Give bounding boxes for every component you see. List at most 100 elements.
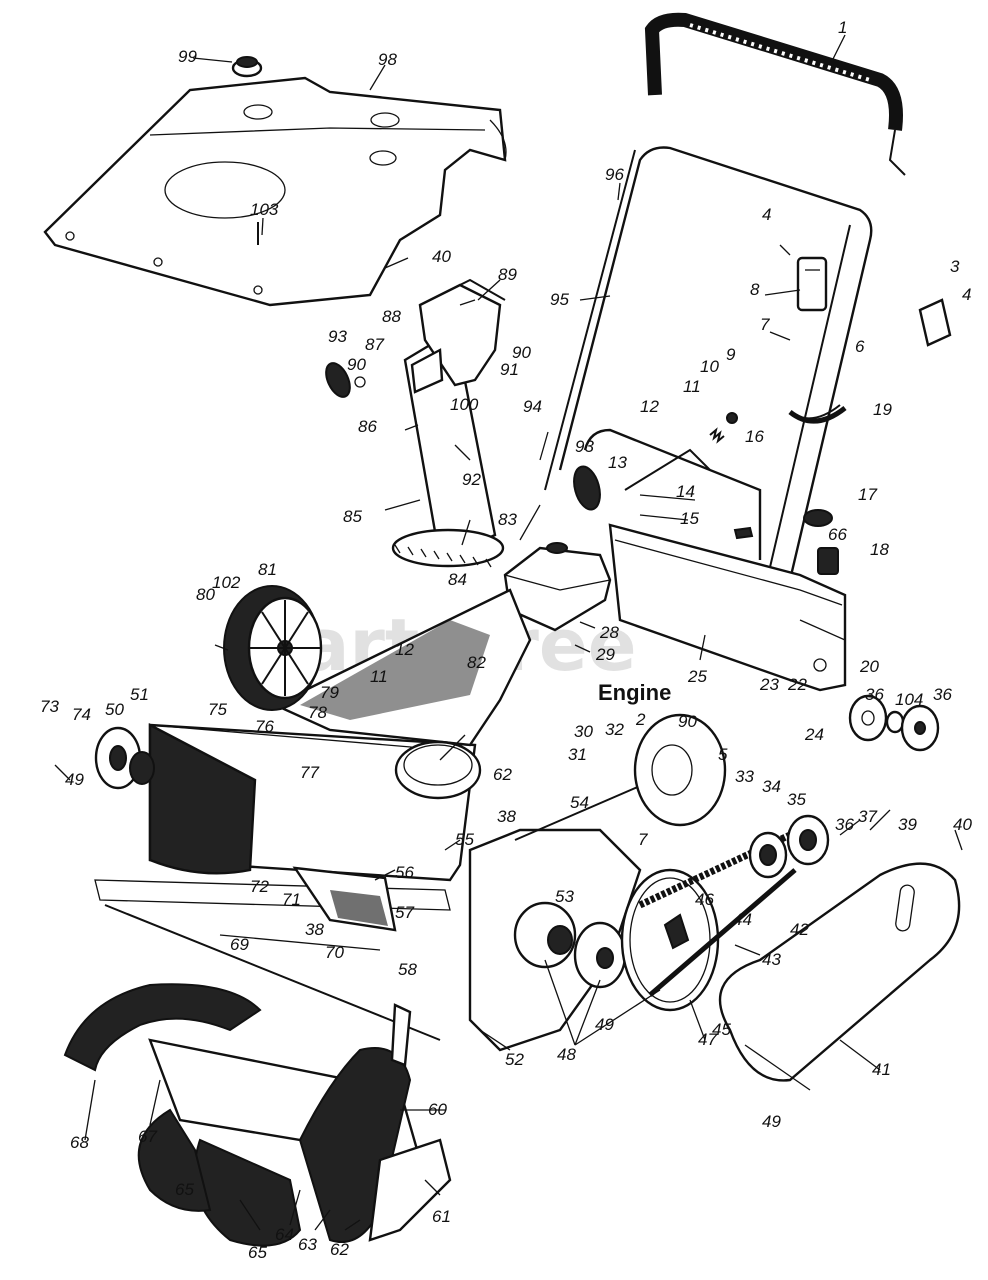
callout-40: 40 — [432, 247, 451, 266]
callout-86: 86 — [358, 417, 377, 436]
callout-84: 84 — [448, 570, 467, 589]
callout-56: 56 — [395, 863, 414, 882]
bracket-3 — [918, 298, 952, 347]
cap-99 — [231, 56, 263, 78]
callout-95: 95 — [550, 290, 569, 309]
callout-67: 67 — [138, 1127, 157, 1146]
callout-44: 44 — [733, 910, 752, 929]
wheel-81 — [223, 585, 323, 711]
callout-25: 25 — [687, 667, 707, 686]
callout-11: 11 — [683, 377, 701, 396]
callout-18: 18 — [870, 540, 889, 559]
control-box-8 — [796, 256, 828, 312]
callout-93: 93 — [575, 437, 594, 456]
callout-2: 2 — [635, 710, 646, 729]
callout-99: 99 — [178, 47, 197, 66]
engine-pulley-35 — [748, 814, 830, 879]
scraper-bar-70 — [292, 866, 397, 932]
switch-18 — [817, 547, 839, 575]
callout-48: 48 — [557, 1045, 576, 1064]
callout-numbers: 1 2 3 4 4 5 6 7 7 8 9 10 11 11 12 12 13 … — [40, 18, 972, 1262]
callout-102: 102 — [212, 573, 241, 592]
callout-14: 14 — [676, 482, 695, 501]
auger-shaft-69 — [104, 904, 441, 1067]
callout-60: 60 — [428, 1100, 447, 1119]
callout-65: 65 — [175, 1180, 194, 1199]
callout-36: 36 — [933, 685, 952, 704]
callout-37: 37 — [858, 807, 877, 826]
callout-80: 80 — [196, 585, 215, 604]
callout-81: 81 — [258, 560, 277, 579]
belt-43 — [638, 831, 797, 997]
callout-92: 92 — [462, 470, 481, 489]
cable-19 — [788, 404, 847, 424]
leader-lines — [54, 34, 963, 1231]
callout-72: 72 — [250, 877, 269, 896]
callout-30: 30 — [574, 722, 593, 741]
callout-12: 12 — [395, 640, 414, 659]
callout-20: 20 — [859, 657, 879, 676]
callout-71: 71 — [282, 890, 301, 909]
callout-53: 53 — [555, 887, 574, 906]
callout-11: 11 — [370, 667, 388, 686]
callout-65: 65 — [248, 1243, 267, 1262]
callout-31: 31 — [568, 745, 587, 764]
handle-grip-1 — [644, 12, 906, 176]
auger-opening-ring — [394, 740, 482, 800]
callout-32: 32 — [605, 720, 624, 739]
pulley-33-plate — [633, 713, 727, 827]
callout-62: 62 — [493, 765, 512, 784]
callout-55: 55 — [455, 830, 474, 849]
lower-handle-16 — [583, 428, 762, 560]
callout-28: 28 — [599, 623, 619, 642]
callout-90: 90 — [347, 355, 366, 374]
callout-43: 43 — [762, 950, 781, 969]
callout-50: 50 — [105, 700, 124, 719]
callout-4: 4 — [762, 205, 771, 224]
auger-68 — [63, 983, 452, 1247]
callout-45: 45 — [712, 1020, 731, 1039]
callout-52: 52 — [505, 1050, 524, 1069]
engine-label: Engine — [598, 680, 671, 705]
callout-83: 83 — [498, 510, 517, 529]
callout-82: 82 — [467, 653, 486, 672]
callout-9: 9 — [726, 345, 736, 364]
callout-5: 5 — [718, 745, 728, 764]
callout-74: 74 — [72, 705, 91, 724]
callout-87: 87 — [365, 335, 384, 354]
knob-17 — [803, 509, 833, 527]
pulleys-36-104 — [848, 694, 940, 752]
callout-3: 3 — [950, 257, 960, 276]
callout-93: 93 — [328, 327, 347, 346]
callout-39: 39 — [898, 815, 917, 834]
callout-49: 49 — [595, 1015, 614, 1034]
callout-75: 75 — [208, 700, 227, 719]
callout-42: 42 — [790, 920, 809, 939]
callout-8: 8 — [750, 280, 760, 299]
callout-36: 36 — [835, 815, 854, 834]
callout-103: 103 — [250, 200, 279, 219]
callout-63: 63 — [298, 1235, 317, 1254]
callout-66: 66 — [828, 525, 847, 544]
callout-78: 78 — [308, 703, 327, 722]
callout-35: 35 — [787, 790, 806, 809]
primer-66 — [733, 526, 754, 540]
callout-7: 7 — [760, 315, 770, 334]
large-pulley-47 — [620, 868, 720, 1012]
callout-61: 61 — [432, 1207, 451, 1226]
callout-4: 4 — [962, 285, 971, 304]
callout-77: 77 — [300, 763, 319, 782]
callout-13: 13 — [608, 453, 627, 472]
rod-12 — [624, 448, 711, 491]
callout-33: 33 — [735, 767, 754, 786]
callout-98: 98 — [378, 50, 397, 69]
callout-1: 1 — [838, 18, 847, 37]
callout-58: 58 — [398, 960, 417, 979]
callout-94: 94 — [523, 397, 542, 416]
callout-47: 47 — [698, 1030, 717, 1049]
callout-23: 23 — [759, 675, 779, 694]
callout-6: 6 — [855, 337, 865, 356]
callout-88: 88 — [382, 307, 401, 326]
callout-24: 24 — [804, 725, 824, 744]
callout-22: 22 — [787, 675, 807, 694]
